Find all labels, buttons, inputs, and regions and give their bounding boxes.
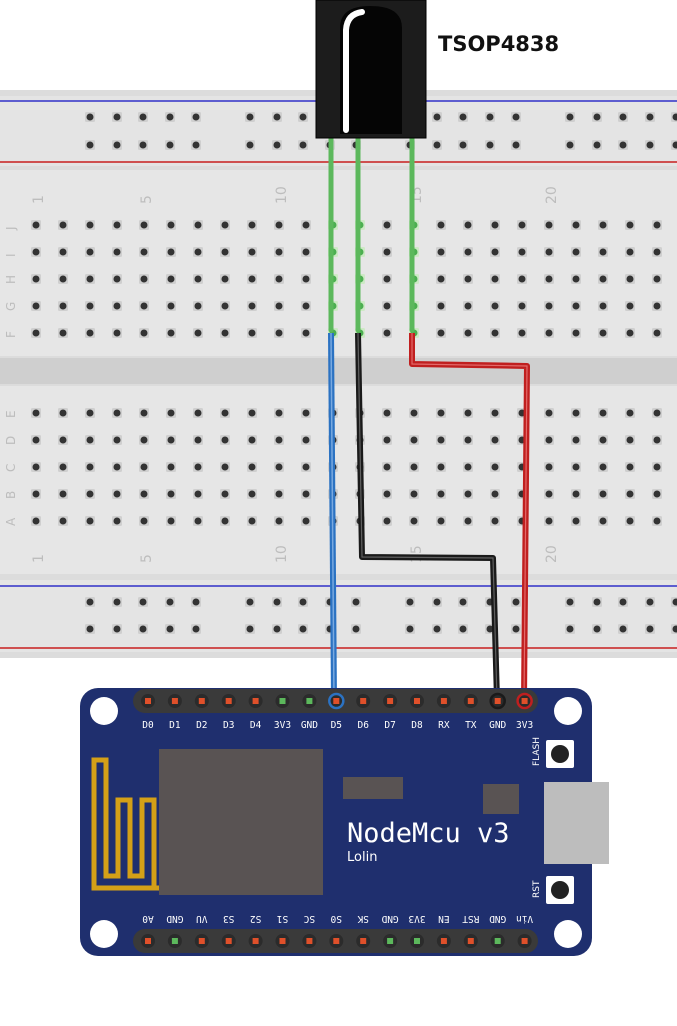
row-letter-a: A [4, 517, 18, 526]
pin-label-sk: SK [357, 913, 369, 924]
flash-label: FLASH [532, 737, 542, 766]
pin-label-gnd: GND [489, 720, 506, 731]
nodemcu-board: NodeMcu v3 Lolin FLASH RST [80, 688, 609, 956]
row-letter-e: E [4, 410, 18, 418]
rst-label: RST [532, 880, 542, 898]
connected-pin-ring [328, 692, 345, 710]
pin-label-gnd: GND [381, 913, 398, 924]
mount-hole [554, 697, 582, 725]
pin-label-vu: VU [196, 913, 208, 924]
row-letter-g: G [4, 302, 18, 311]
pin-label-rx: RX [438, 720, 450, 731]
mount-hole [90, 697, 118, 725]
col-number-top-1: 1 [31, 195, 47, 204]
pin-label-d0: D0 [142, 720, 154, 731]
board-vendor: Lolin [347, 850, 377, 865]
sensor-label: TSOP4838 [438, 32, 559, 56]
smd-component [483, 784, 519, 814]
board-name: NodeMcu v3 [347, 818, 510, 849]
col-number-bottom-5: 5 [139, 554, 155, 563]
center-channel [0, 358, 677, 384]
bottom-power-rail [0, 580, 677, 652]
pin-label-en: EN [438, 913, 450, 924]
col-number-bottom-1: 1 [31, 554, 47, 563]
pin-label-3v3: 3V3 [516, 720, 533, 731]
pin-label-d7: D7 [384, 720, 395, 731]
connected-pin-ring [489, 692, 506, 710]
pin-label-d1: D1 [169, 720, 181, 731]
breadboard: 1 5 10 15 20 1 5 10 15 20 J I H G F E D … [0, 90, 677, 658]
sensor-leads [328, 133, 415, 333]
row-letter-f: F [4, 331, 18, 338]
pin-label-tx: TX [465, 720, 477, 731]
antenna-trace [91, 757, 160, 891]
col-number-bottom-20: 20 [544, 545, 560, 563]
pin-label-d3: D3 [223, 720, 234, 731]
mount-hole [554, 920, 582, 948]
pin-label-sc: SC [304, 913, 315, 924]
col-number-top-20: 20 [544, 186, 560, 204]
pin-label-s1: S1 [277, 913, 289, 924]
col-number-top-10: 10 [274, 186, 290, 204]
row-letter-i: I [4, 253, 18, 257]
pin-label-gnd: GND [301, 720, 318, 731]
pin-label-vin: Vin [516, 913, 533, 924]
usb-port [544, 782, 609, 864]
row-letter-b: B [4, 491, 18, 499]
top-terminal-strip [0, 170, 677, 356]
col-number-top-5: 5 [139, 195, 155, 204]
pin-label-d5: D5 [331, 720, 342, 731]
smd-component [343, 777, 403, 799]
pin-label-a0: A0 [142, 913, 154, 924]
row-letter-d: D [4, 436, 18, 445]
pin-label-d6: D6 [357, 720, 369, 731]
esp-module [159, 749, 323, 895]
row-letter-c: C [4, 464, 18, 472]
pin-label-s0: S0 [330, 913, 342, 924]
pin-label-s2: S2 [250, 913, 261, 924]
pin-label-3v3: 3V3 [274, 720, 291, 731]
row-letter-j: J [4, 226, 18, 231]
pin-label-s3: S3 [223, 913, 234, 924]
pin-label-gnd: GND [166, 913, 183, 924]
tsop4838-sensor: TSOP4838 [315, 0, 559, 333]
col-number-bottom-10: 10 [274, 545, 290, 563]
pin-label-gnd: GND [489, 913, 506, 924]
pin-label-d8: D8 [411, 720, 423, 731]
row-letter-h: H [4, 275, 18, 284]
wires [328, 332, 530, 701]
pin-label-3v3: 3V3 [408, 913, 425, 924]
mount-hole [90, 920, 118, 948]
pin-label-d2: D2 [196, 720, 207, 731]
pin-label-d4: D4 [250, 720, 262, 731]
pin-label-rst: RST [462, 913, 479, 924]
connected-pin-ring [516, 692, 533, 710]
